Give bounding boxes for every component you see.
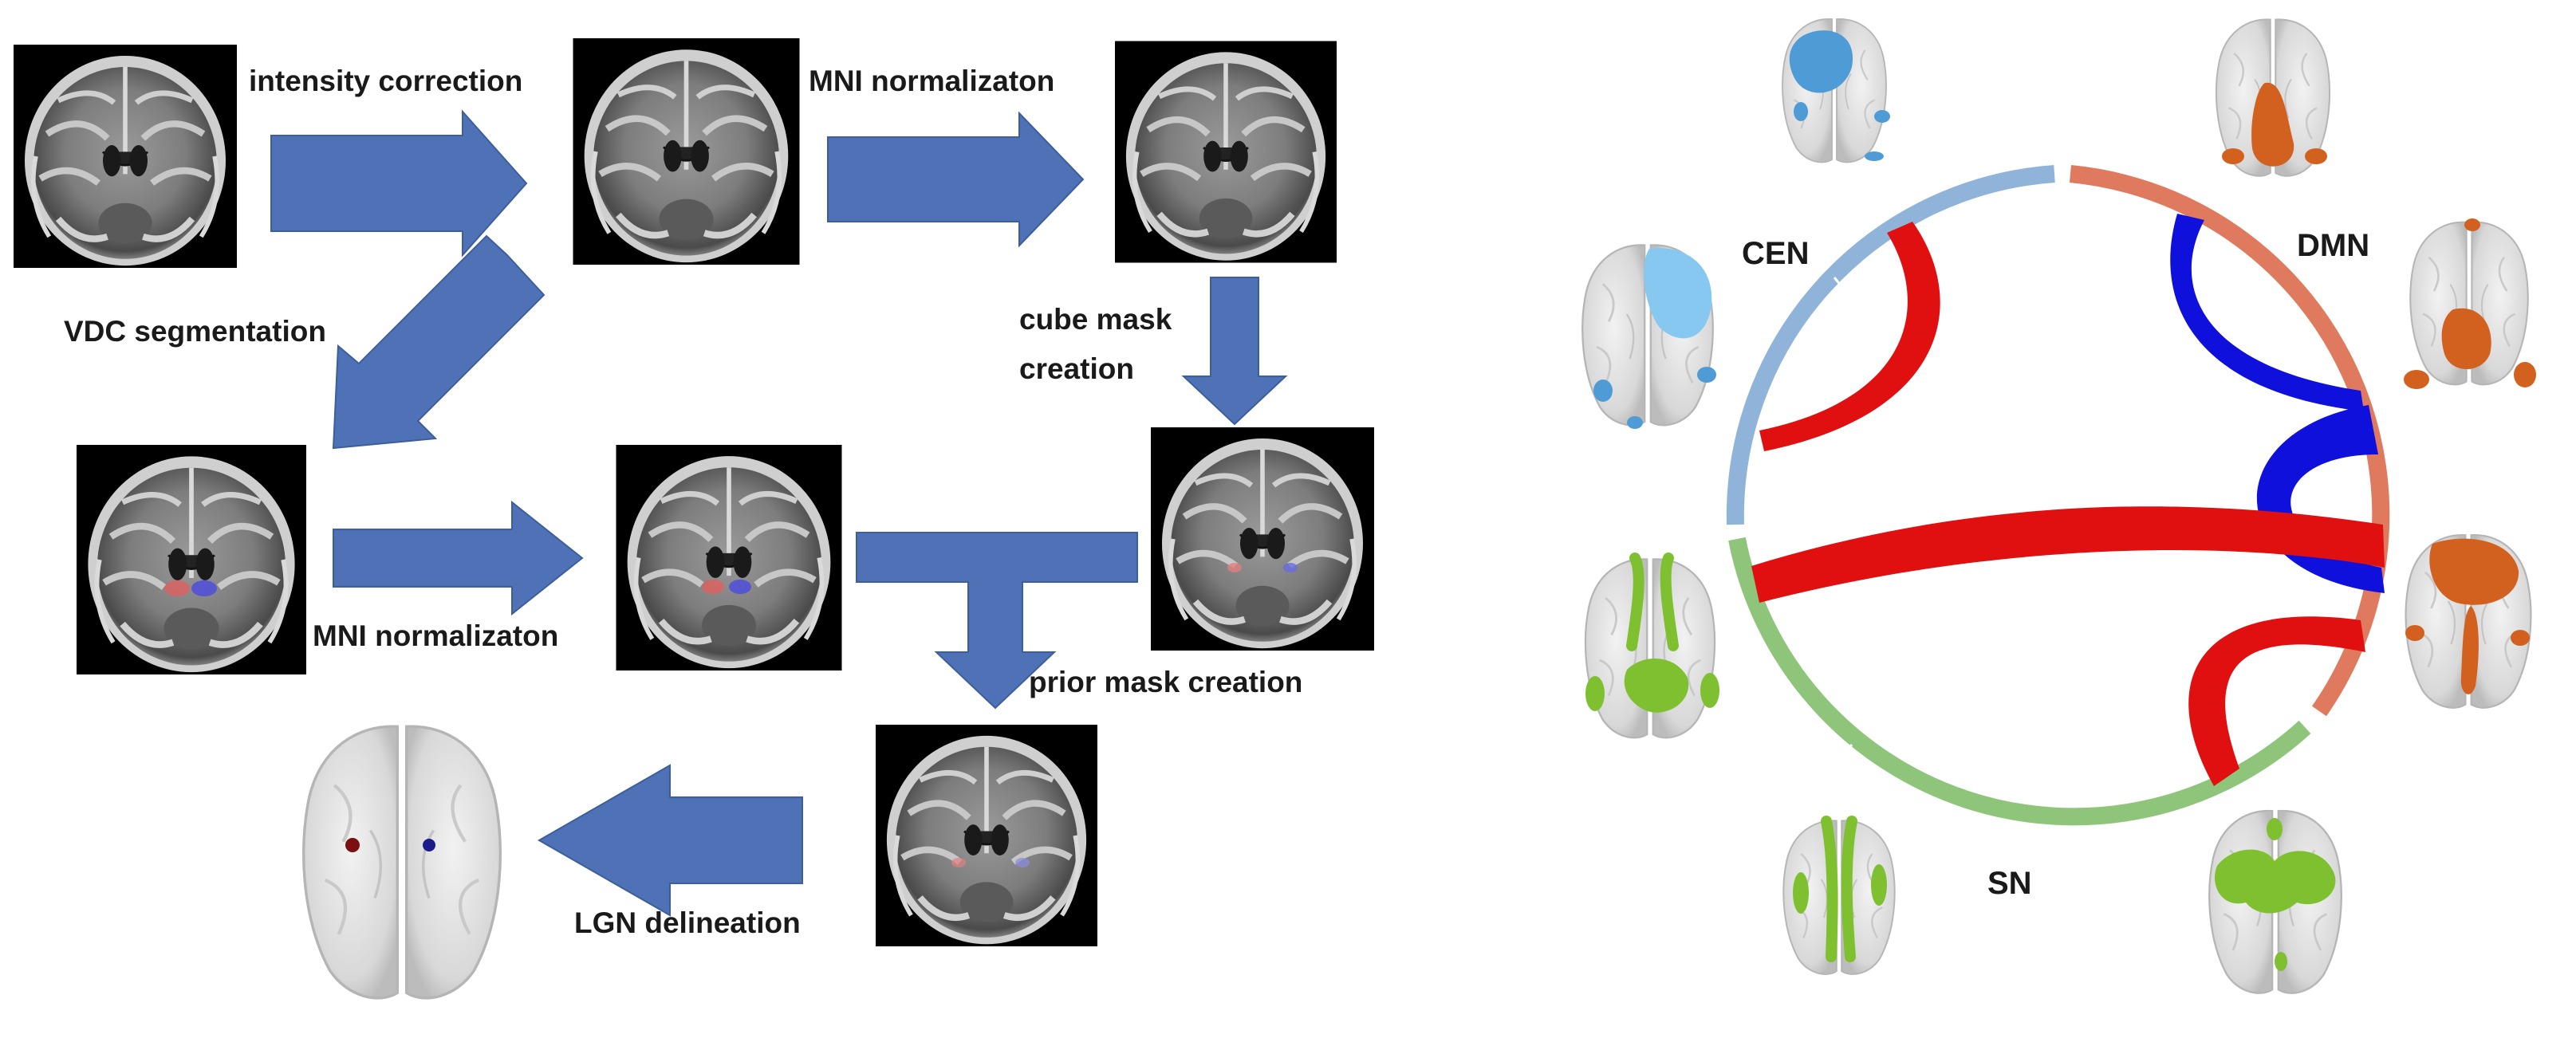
mri-mni-normalized [1115, 41, 1337, 263]
brain-dmn-2 [2404, 218, 2536, 389]
brain-dmn-1 [2215, 18, 2331, 178]
arrow-vdc-segmentation [332, 234, 546, 450]
brain-sn-2 [1782, 816, 1897, 976]
link-sn-dmn [1751, 506, 2385, 603]
brain-dmn-3 [2405, 533, 2532, 710]
brain-sn-1 [1584, 552, 1719, 739]
label-sn: SN [1987, 866, 2032, 901]
label-dmn: DMN [2297, 228, 2370, 263]
arrow-intensity-correction [270, 109, 528, 258]
arrow-lgn-delineation [537, 764, 803, 917]
mri-intensity-corrected [573, 38, 800, 265]
label-prior-mask-creation: prior mask creation [1029, 666, 1303, 698]
link-cen-cen [1759, 222, 1940, 451]
dmn-arc [2069, 165, 2390, 717]
label-cen: CEN [1742, 236, 1810, 271]
lgn-pipeline [14, 38, 1374, 998]
mri-vdc-mni [616, 445, 842, 670]
arrow-prior-mask-creation [856, 532, 1138, 710]
label-mni-normalization-mid: MNI normalizaton [313, 619, 559, 652]
cen-arc [1726, 165, 2055, 525]
sn-arc [1728, 537, 2311, 826]
brain-cen-2 [1581, 243, 1716, 429]
label-mni-normalization-top: MNI normalizaton [809, 65, 1055, 97]
label-intensity-correction: intensity correction [249, 65, 523, 97]
network-chord-diagram [1581, 18, 2536, 995]
brain-sn-3 [2208, 809, 2343, 995]
arrow-mni-normalization-top [827, 111, 1085, 248]
brain-cen-1 [1781, 18, 1890, 163]
arrow-mni-normalization-mid [333, 500, 584, 616]
link-sn-dmn-2 [2188, 616, 2365, 786]
mri-vdc-segmented [77, 445, 306, 674]
link-dmn-dmn-negative-2 [2256, 405, 2385, 593]
label-cube-mask-creation: cube mask creation [1019, 303, 1172, 385]
link-dmn-dmn-negative [2170, 214, 2364, 411]
label-vdc-segmentation: VDC segmentation [64, 315, 326, 348]
label-lgn-delineation: LGN delineation [574, 906, 801, 939]
arrow-cube-mask-creation [1181, 277, 1288, 426]
mri-prior-mask [876, 725, 1097, 946]
mri-cube-mask [1151, 427, 1374, 651]
lgn-glass-brain [304, 726, 501, 998]
mri-original [14, 45, 237, 268]
